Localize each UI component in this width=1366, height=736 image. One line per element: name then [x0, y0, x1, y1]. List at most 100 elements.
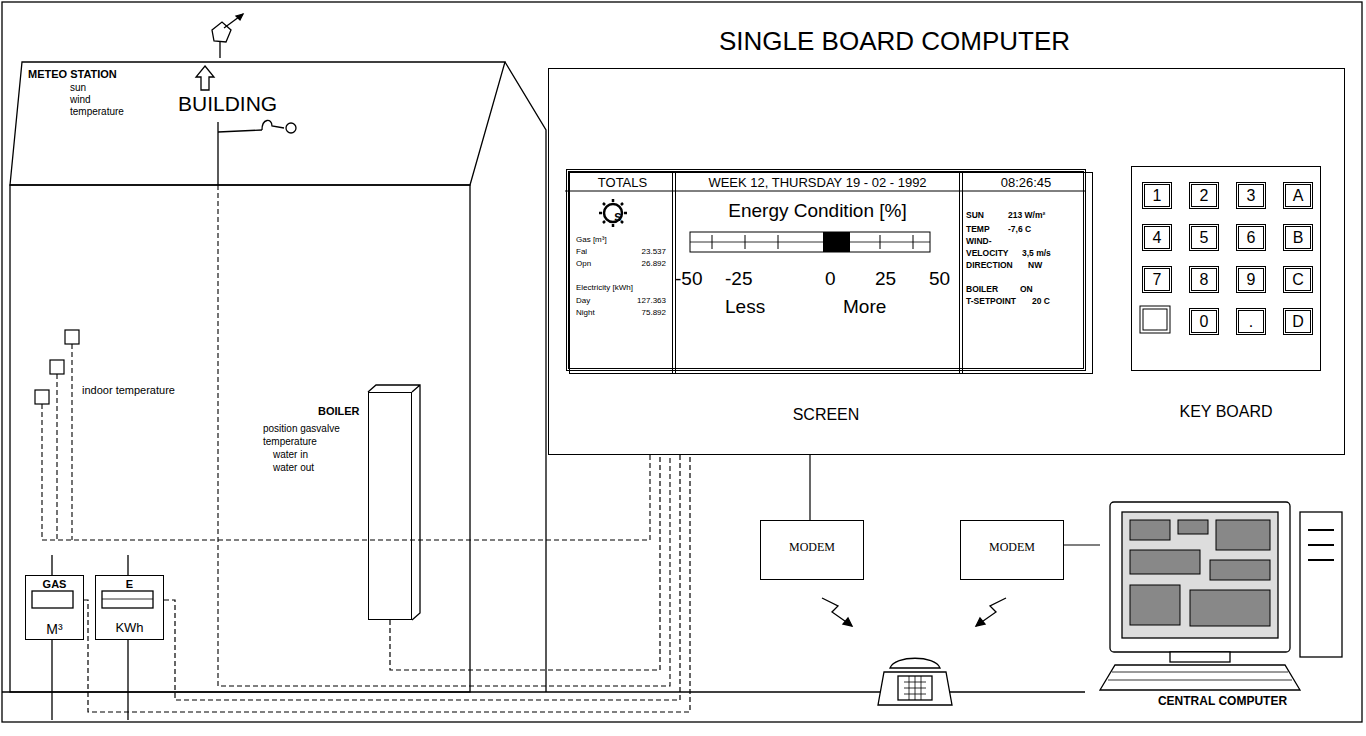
node-text: 20 C: [1032, 297, 1050, 307]
node-text: 5: [1192, 229, 1216, 247]
key: A: [1283, 182, 1313, 209]
modem: MODEM: [760, 520, 864, 580]
sensor-wires: [42, 185, 670, 686]
node-text: TOTALS: [570, 176, 675, 191]
sensor-label: indoor temperature: [82, 384, 175, 397]
node-text: SCREEN: [569, 406, 1083, 424]
node-text: SINGLE BOARD COMPUTER: [719, 27, 1070, 57]
telephone: [878, 658, 952, 705]
node-text: More: [843, 296, 886, 318]
key: .: [1236, 308, 1266, 335]
node-text: -7,6 C: [1008, 225, 1031, 235]
node-text: M³: [26, 621, 83, 637]
screen: TOTALSSGas [m³]Fal23.537Opn26.892Electri…: [566, 169, 1086, 371]
node-text: Fal: [576, 247, 587, 256]
node-text: BOILER: [966, 285, 998, 295]
node-text: KWh: [96, 621, 163, 636]
sensor-label: temperature: [70, 106, 124, 118]
node-text: 3: [1239, 187, 1263, 205]
node-text: BOILER: [318, 405, 360, 418]
computer-panel: TOTALSSGas [m³]Fal23.537Opn26.892Electri…: [548, 68, 1345, 455]
blank-key: [1140, 306, 1170, 333]
energy-panel: WEEK 12, THURSDAY 19 - 02 - 1992Energy C…: [672, 172, 963, 374]
node-text: 0: [1192, 313, 1216, 331]
house-outline: [10, 62, 546, 692]
node-text: 9: [1239, 271, 1263, 289]
node-text: CENTRAL COMPUTER: [1100, 695, 1345, 709]
node-text: water in: [273, 449, 308, 461]
key: C: [1283, 266, 1313, 293]
key: 6: [1236, 224, 1266, 251]
key: B: [1283, 224, 1313, 251]
key: 5: [1189, 224, 1219, 251]
node-text: BUILDING: [178, 92, 277, 116]
node-text: DIRECTION: [966, 261, 1013, 271]
signal-wire: [390, 455, 660, 670]
node-text: Electricity [kWh]: [576, 283, 633, 292]
key: D: [1283, 308, 1313, 335]
sensor-label: wind: [70, 94, 91, 106]
node-text: ON: [1020, 285, 1033, 295]
node-text: 50: [929, 268, 950, 290]
key: 1: [1142, 182, 1172, 209]
node-text: 2: [1192, 187, 1216, 205]
screen-details: [565, 191, 1085, 252]
node-text: MODEM: [961, 541, 1063, 555]
node-text: 26.892: [620, 259, 666, 268]
node-text: T-SETPOINT: [966, 297, 1016, 307]
node-text: Day: [576, 296, 590, 305]
node-text: 213 W/m²: [1008, 211, 1045, 221]
node-text: temperature: [263, 436, 317, 448]
node-text: TEMP: [966, 225, 990, 235]
node-text: Less: [725, 296, 765, 318]
key: 9: [1236, 266, 1266, 293]
node-text: S: [607, 211, 629, 224]
node-text: 4: [1145, 229, 1169, 247]
node-text: 23.537: [620, 247, 666, 256]
signal-wire: [84, 455, 690, 712]
node-text: Opn: [576, 259, 591, 268]
sensor-label: sun: [70, 82, 86, 94]
key: 0: [1189, 308, 1219, 335]
node-text: KEY BOARD: [1132, 403, 1320, 421]
node-text: -25: [725, 268, 752, 290]
cable: [1064, 544, 1100, 545]
electricity-meter: E KWh: [95, 575, 164, 640]
node-text: A: [1286, 187, 1310, 205]
node-text: GAS: [26, 578, 83, 591]
node-text: VELOCITY: [966, 249, 1009, 259]
frame: [2, 2, 1362, 722]
node-text: .: [1239, 313, 1263, 331]
node-text: 25: [875, 268, 896, 290]
node-text: NW: [1028, 261, 1042, 271]
node-text: MODEM: [761, 541, 863, 555]
keyboard: 123A456B789C0.DKEY BOARD: [1131, 166, 1321, 371]
key: 8: [1189, 266, 1219, 293]
node-text: 6: [1239, 229, 1263, 247]
node-text: Energy Condition [%]: [673, 200, 962, 222]
modem: MODEM: [960, 520, 1064, 580]
status-panel: 08:26:45SUN213 W/m²TEMP-7,6 CWIND-VELOCI…: [959, 172, 1093, 374]
station-name: METEO STATION: [28, 68, 117, 81]
boiler-body: [368, 385, 420, 620]
key: 2: [1189, 182, 1219, 209]
node-text: WIND-: [966, 237, 992, 247]
node-text: 1: [1145, 187, 1169, 205]
node-text: 7: [1145, 271, 1169, 289]
cable: [809, 455, 810, 520]
node-text: Night: [576, 308, 595, 317]
key: 7: [1142, 266, 1172, 293]
central-computer: CENTRAL COMPUTER: [1100, 495, 1345, 685]
node-text: WEEK 12, THURSDAY 19 - 02 - 1992: [673, 176, 962, 191]
boiler: BOILERposition gasvalvetemperaturewater …: [368, 392, 412, 620]
node-text: 8: [1192, 271, 1216, 289]
node-text: 127.363: [620, 296, 666, 305]
node-text: position gasvalve: [263, 423, 340, 435]
totals-panel: TOTALSSGas [m³]Fal23.537Opn26.892Electri…: [569, 172, 676, 374]
node-text: SUN: [966, 211, 984, 221]
signal-wire: [164, 455, 680, 700]
node-text: E: [96, 578, 163, 591]
key: 4: [1142, 224, 1172, 251]
building: GASM³EKWhBOILERposition gasvalvetemperat…: [8, 58, 548, 692]
